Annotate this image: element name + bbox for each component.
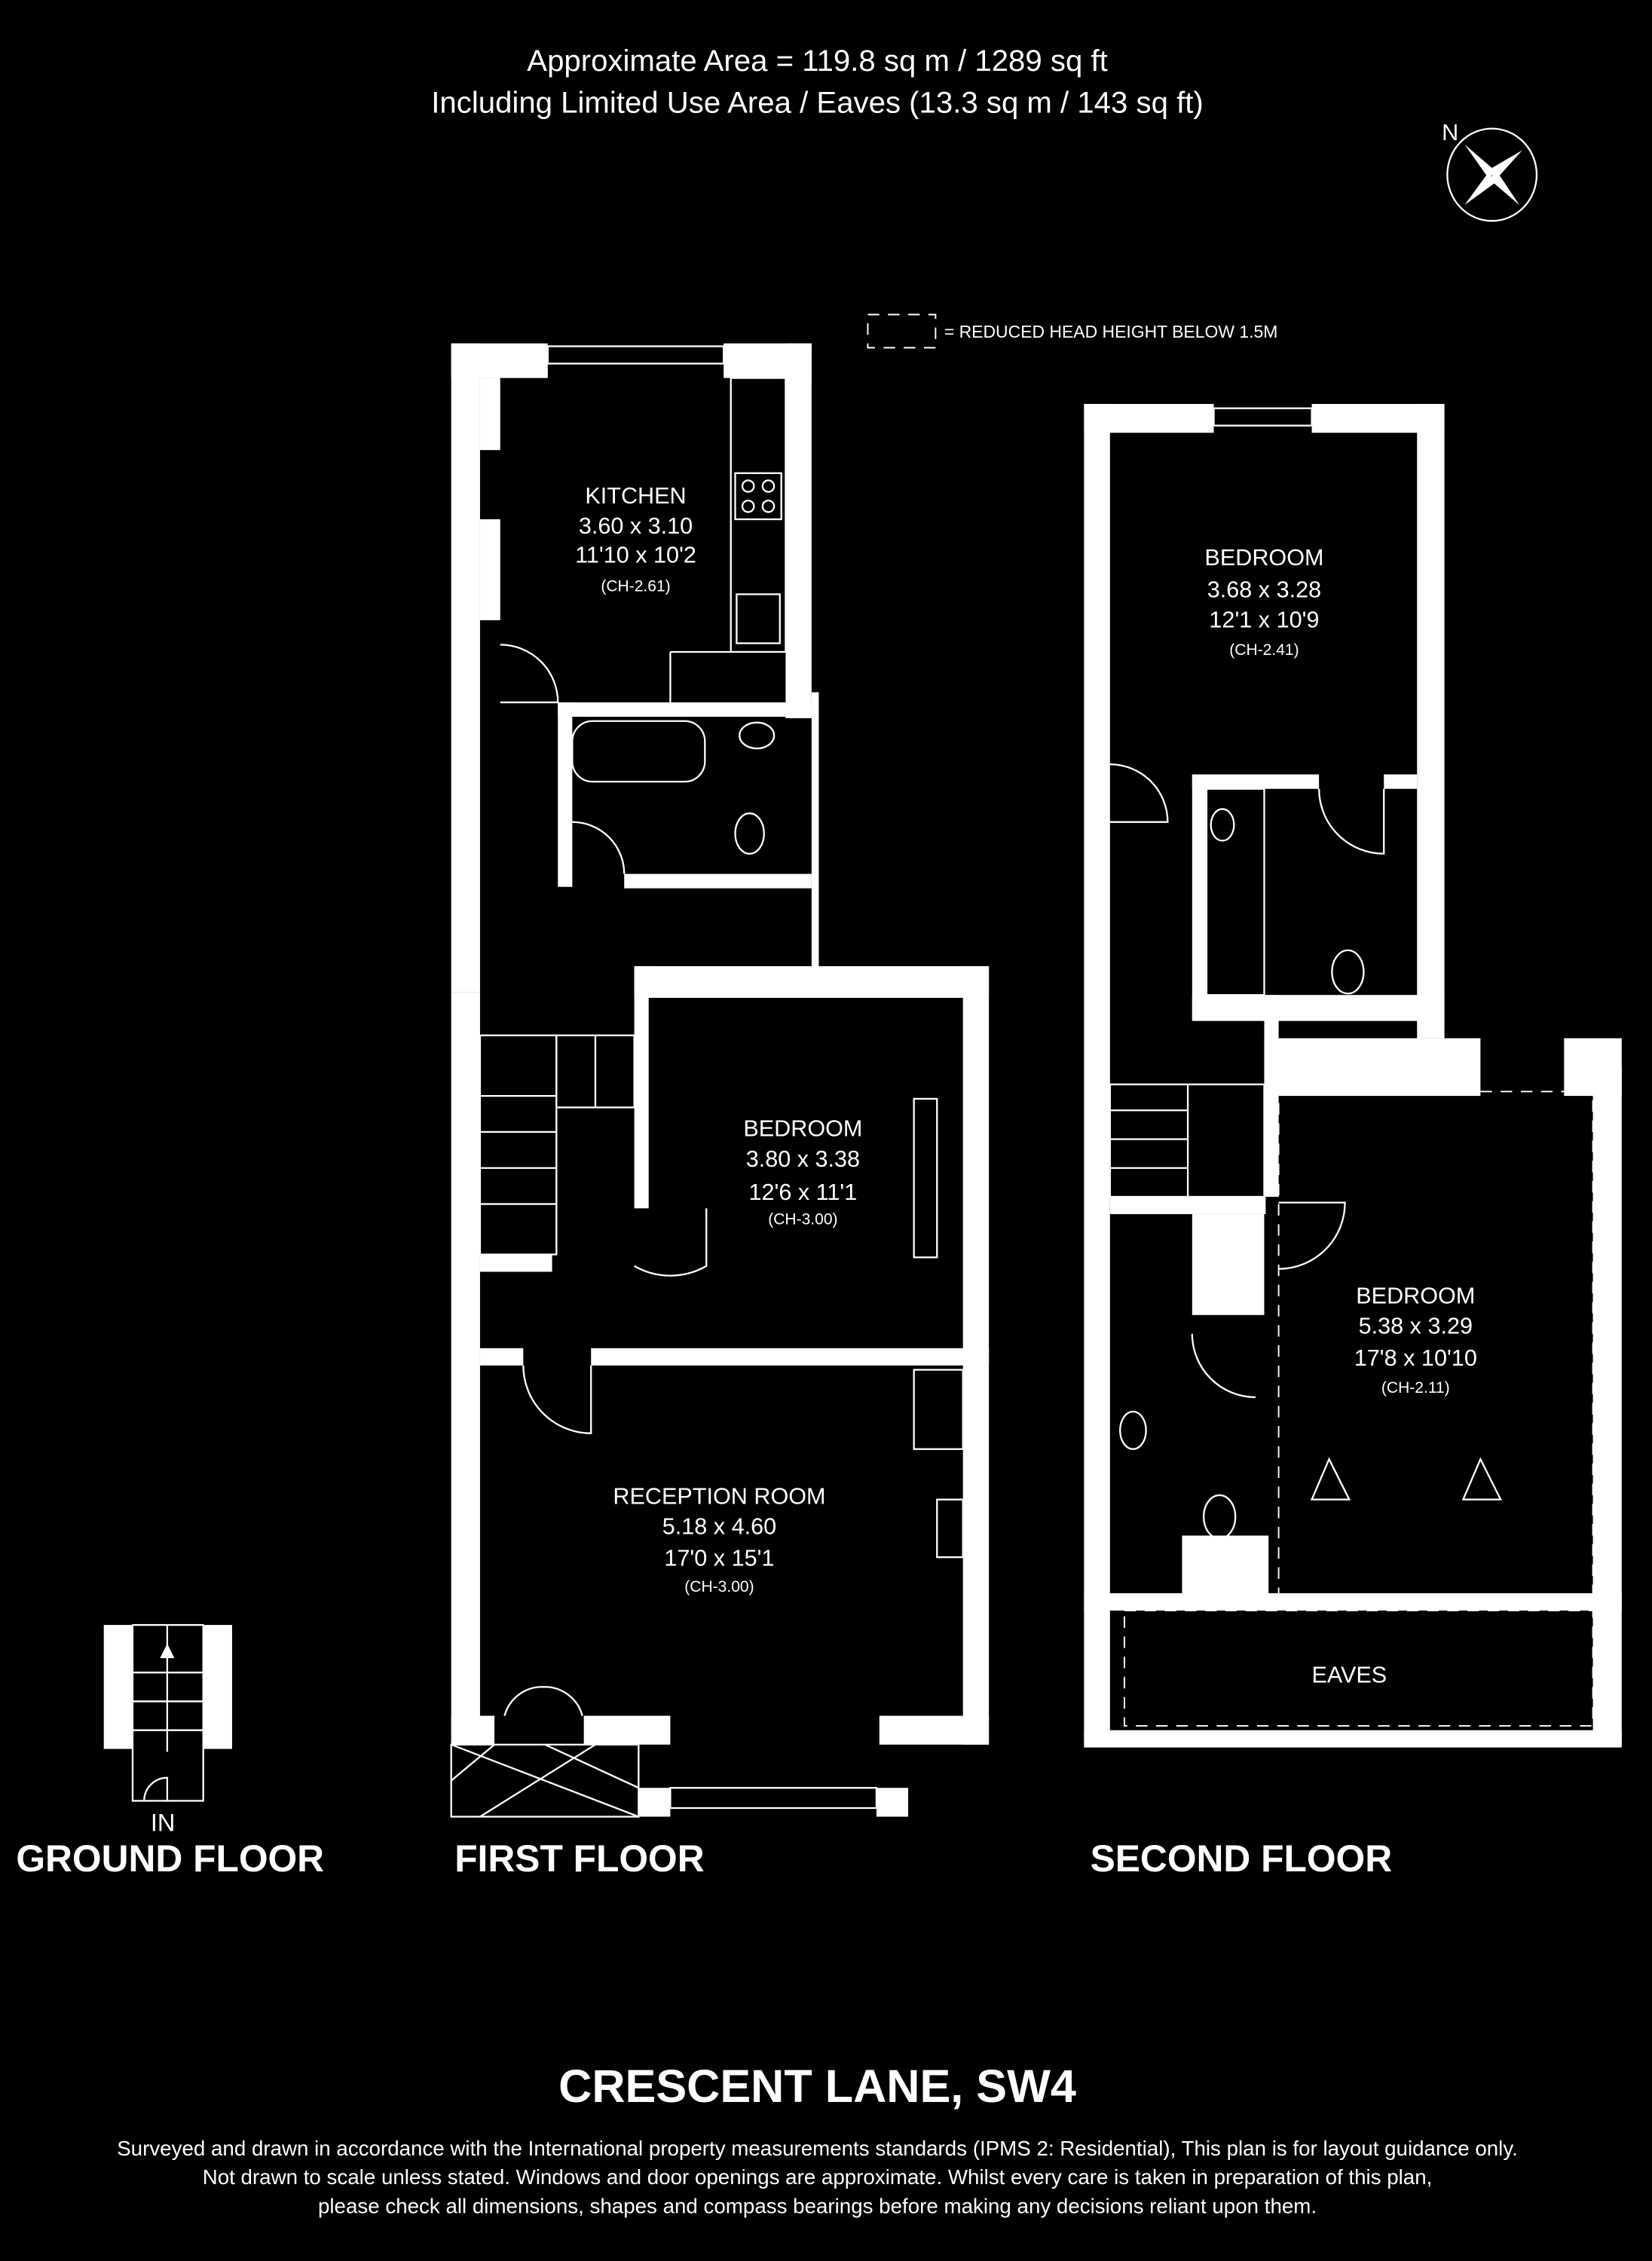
ground-floor-label: GROUND FLOOR <box>16 1837 324 1880</box>
room-imperial: 17'8 x 10'10 <box>1354 1345 1477 1371</box>
room-bedroom-second-rear: BEDROOM 5.38 x 3.29 17'8 x 10'10 (CH-2.1… <box>1354 1283 1477 1397</box>
room-kitchen: KITCHEN 3.60 x 3.10 11'10 x 10'2 (CH-2.6… <box>575 483 696 595</box>
ground-floor-plan: IN <box>103 1623 232 1837</box>
compass-north-label: N <box>1442 120 1458 145</box>
room-name: BEDROOM <box>743 1116 862 1142</box>
first-floor-label: FIRST FLOOR <box>454 1837 704 1880</box>
second-floor-plan <box>1084 403 1622 1748</box>
room-name: BEDROOM <box>1356 1283 1475 1309</box>
room-ceiling: (CH-2.41) <box>1229 641 1299 659</box>
room-imperial: 17'0 x 15'1 <box>664 1546 774 1571</box>
room-ceiling: (CH-3.00) <box>684 1578 754 1596</box>
address-title: CRESCENT LANE, SW4 <box>558 2061 1076 2112</box>
room-metric: 5.18 x 4.60 <box>662 1514 776 1540</box>
room-metric: 3.68 x 3.28 <box>1207 577 1321 602</box>
room-imperial: 11'10 x 10'2 <box>575 542 696 568</box>
room-reception: RECEPTION ROOM 5.18 x 4.60 17'0 x 15'1 (… <box>613 1483 825 1596</box>
room-bedroom-first: BEDROOM 3.80 x 3.38 12'6 x 11'1 (CH-3.00… <box>743 1116 862 1228</box>
legend: = REDUCED HEAD HEIGHT BELOW 1.5M <box>867 314 1277 349</box>
room-ceiling: (CH-2.61) <box>601 578 670 595</box>
disclaimer-line: Surveyed and drawn in accordance with th… <box>117 2137 1518 2160</box>
room-bedroom-second-front: BEDROOM 3.68 x 3.28 12'1 x 10'9 (CH-2.41… <box>1204 545 1323 659</box>
room-metric: 5.38 x 3.29 <box>1359 1314 1473 1339</box>
room-ceiling: (CH-2.11) <box>1381 1379 1450 1397</box>
disclaimer-line: Not drawn to scale unless stated. Window… <box>203 2165 1433 2189</box>
room-metric: 3.80 x 3.38 <box>746 1146 860 1172</box>
first-floor-plan <box>450 343 990 1818</box>
area-summary: Approximate Area = 119.8 sq m / 1289 sq … <box>527 44 1107 78</box>
room-eaves: EAVES <box>1311 1663 1387 1688</box>
entrance-label: IN <box>151 1810 176 1837</box>
room-imperial: 12'6 x 11'1 <box>748 1179 857 1205</box>
disclaimer-line: please check all dimensions, shapes and … <box>318 2194 1317 2217</box>
room-name: KITCHEN <box>585 483 686 509</box>
room-metric: 3.60 x 3.10 <box>579 513 693 539</box>
dashed-box-icon <box>867 314 937 349</box>
room-imperial: 12'1 x 10'9 <box>1209 607 1319 632</box>
legend-text: = REDUCED HEAD HEIGHT BELOW 1.5M <box>944 322 1277 341</box>
second-floor-label: SECOND FLOOR <box>1091 1837 1393 1880</box>
room-name: RECEPTION ROOM <box>613 1483 825 1509</box>
room-ceiling: (CH-3.00) <box>768 1210 837 1228</box>
room-name: BEDROOM <box>1204 545 1323 571</box>
eaves-summary: Including Limited Use Area / Eaves (13.3… <box>431 86 1204 120</box>
compass-icon: N <box>1442 120 1538 222</box>
